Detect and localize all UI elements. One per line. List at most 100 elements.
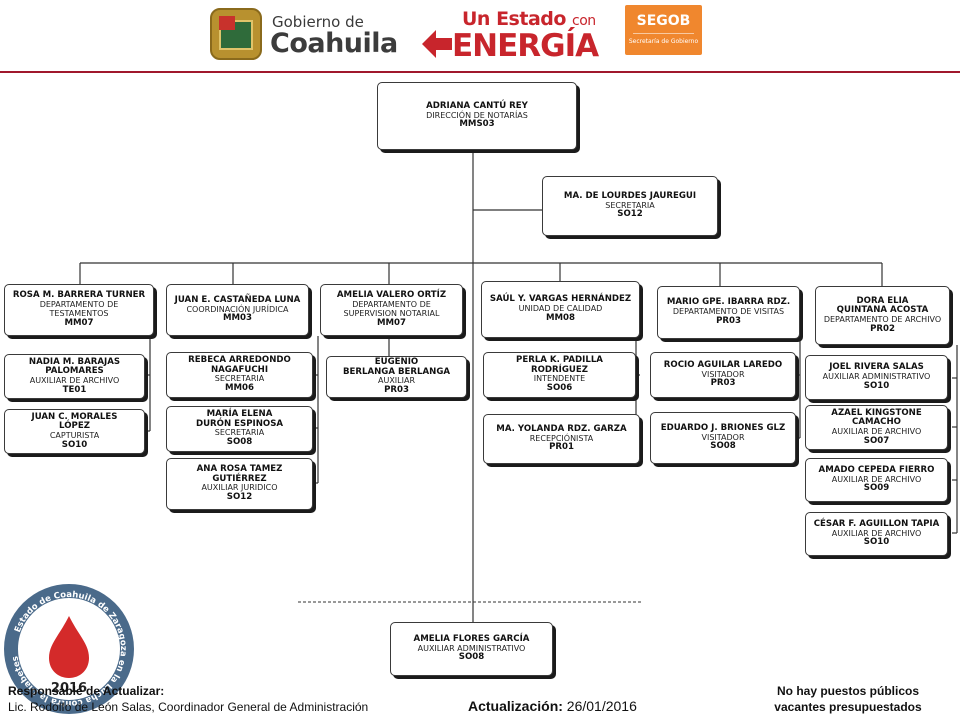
node-code: SO12	[617, 209, 643, 220]
node-code: SO09	[863, 483, 890, 494]
node-name: ROSA M. BARRERA TURNER	[12, 290, 146, 301]
node-name: AMADO CEPEDA FIERRO	[818, 464, 935, 475]
node-role: AUXILIAR DE ARCHIVO	[29, 375, 120, 385]
org-node-staff: JOEL RIVERA SALAS AUXILIAR ADMINISTRATIV…	[805, 355, 948, 400]
footer-vacancy-line1: No hay puestos públicos	[776, 684, 920, 698]
node-code: SO10	[863, 380, 890, 391]
node-code: MM08	[545, 312, 576, 323]
org-node-department: DORA ELIA QUINTANA ACOSTA DEPARTAMENTO D…	[815, 286, 950, 345]
node-role: INTENDENTE	[533, 374, 586, 384]
node-code: SO10	[61, 439, 88, 450]
footer-responsible-label: Responsable de Actualizar:	[8, 684, 165, 698]
org-node-staff: NADIA M. BARAJAS PALOMARES AUXILIAR DE A…	[4, 354, 145, 399]
footer-update-date: 26/01/2016	[566, 698, 637, 714]
node-role: AUXILIAR ADMINISTRATIVO	[417, 643, 526, 653]
node-code: SO08	[710, 441, 736, 452]
node-code: MM07	[376, 317, 407, 328]
segob-title: SEGOB	[636, 13, 691, 29]
org-node-staff: ROCIO AGUILAR LAREDO VISITADOR PR03	[650, 352, 796, 398]
node-role: DEPARTAMENTO DE VISITAS	[672, 307, 785, 317]
org-node-staff: CÉSAR F. AGUILLON TAPIA AUXILIAR DE ARCH…	[805, 512, 948, 556]
org-node-staff: AMELIA FLORES GARCÍA AUXILIAR ADMINISTRA…	[390, 622, 553, 676]
node-role: AUXILIAR ADMINISTRATIVO	[822, 372, 931, 382]
org-node-staff: ANA ROSA TAMEZ GUTIÉRREZ AUXILIAR JURIDI…	[166, 458, 313, 510]
node-code: PR03	[384, 385, 409, 396]
node-name: ADRIANA CANTÚ REY	[426, 100, 528, 111]
org-node-staff: EDUARDO J. BRIONES GLZ VISITADOR SO08	[650, 412, 796, 464]
node-role: UNIDAD DE CALIDAD	[518, 304, 603, 314]
org-node-staff: EUGENIO BERLANGA BERLANGA AUXILIAR PR03	[326, 356, 467, 398]
page-header: Gobierno de Coahuila Un Estado con ENERG…	[0, 0, 960, 72]
node-name: EDUARDO J. BRIONES GLZ	[660, 422, 786, 433]
node-role: CAPTURISTA	[49, 430, 100, 440]
logo-coahuila-big-text: Coahuila	[270, 28, 398, 59]
node-role: SECRETARIA	[214, 428, 265, 438]
logo-energia-big-text: ENERGÍA	[452, 28, 599, 64]
org-node-department: MARIO GPE. IBARRA RDZ. DEPARTAMENTO DE V…	[657, 286, 800, 339]
node-name: CÉSAR F. AGUILLON TAPIA	[813, 518, 940, 529]
org-node-department: JUAN E. CASTAÑEDA LUNA COORDINACIÓN JURÍ…	[166, 284, 309, 336]
org-node-department: AMELIA VALERO ORTÍZ DEPARTAMENTO DE SUPE…	[320, 284, 463, 336]
org-node-staff: MA. YOLANDA RDZ. GARZA RECEPCIÓNISTA PR0…	[483, 414, 640, 464]
segob-logo: SEGOB Secretaría de Gobierno	[625, 5, 702, 55]
node-code: PR01	[549, 442, 574, 453]
node-name: DORA ELIA QUINTANA ACOSTA	[836, 295, 929, 316]
node-role: AUXILIAR JURIDICO	[201, 483, 278, 493]
node-role: VISITADOR	[701, 369, 745, 379]
org-node-staff: PERLA K. PADILLA RODRÍGUEZ INTENDENTE SO…	[483, 352, 636, 398]
org-node-staff: AMADO CEPEDA FIERRO AUXILIAR DE ARCHIVO …	[805, 458, 948, 502]
node-name: JUAN C. MORALES LÓPEZ	[31, 411, 118, 432]
org-node-staff: JUAN C. MORALES LÓPEZ CAPTURISTA SO10	[4, 409, 145, 454]
segob-subtitle: Secretaría de Gobierno	[628, 38, 699, 45]
org-node-staff: REBECA ARREDONDO NAGAFUCHI SECRETARIA MM…	[166, 352, 313, 398]
node-role: DEPARTAMENTO DE TESTAMENTOS	[39, 300, 119, 318]
node-name: MARIO GPE. IBARRA RDZ.	[666, 297, 791, 308]
node-name: MARÍA ELENA DURÓN ESPINOSA	[195, 409, 284, 429]
diabetes-campaign-badge: Estado de Coahuila de Zaragoza en la Luc…	[4, 584, 134, 714]
node-role: SECRETARIA	[605, 200, 655, 210]
node-role: AUXILIAR DE ARCHIVO	[831, 426, 922, 436]
node-name: PERLA K. PADILLA RODRÍGUEZ	[516, 355, 603, 375]
node-role: DEPARTAMENTO DE ARCHIVO	[823, 314, 942, 324]
node-name: AMELIA VALERO ORTÍZ	[336, 290, 447, 301]
org-node-director: ADRIANA CANTÚ REY DIRECCIÓN DE NOTARÍAS …	[377, 82, 577, 150]
logo-coahuila-small-text: Gobierno de	[272, 13, 364, 31]
node-role: AUXILIAR	[377, 376, 415, 386]
node-name: AZAEL KINGSTONE CAMACHO	[831, 407, 922, 428]
header-divider	[0, 71, 960, 73]
org-node-department: SAÚL Y. VARGAS HERNÁNDEZ UNIDAD DE CALID…	[481, 281, 640, 338]
node-name: MA. YOLANDA RDZ. GARZA	[496, 423, 627, 434]
node-role: DEPARTAMENTO DE SUPERVISION NOTARIAL	[343, 300, 440, 318]
node-code: MM06	[224, 383, 255, 394]
node-name: ANA ROSA TAMEZ GUTIÉRREZ	[196, 464, 283, 484]
node-code: PR02	[870, 323, 895, 334]
node-name: SAÚL Y. VARGAS HERNÁNDEZ	[489, 294, 632, 305]
coahuila-seal-icon	[210, 8, 262, 60]
footer-update-label: Actualización:	[468, 698, 563, 714]
node-code: MM07	[64, 317, 94, 328]
node-code: SO07	[863, 435, 890, 446]
node-name: MA. DE LOURDES JAUREGUI	[563, 190, 697, 201]
footer-responsible-name: Lic. Rodolfo de León Salas, Coordinador …	[8, 700, 369, 714]
footer-update: Actualización: 26/01/2016	[468, 698, 637, 714]
node-code: MMS03	[459, 119, 495, 130]
node-role: AUXILIAR DE ARCHIVO	[831, 474, 922, 484]
org-node-department: ROSA M. BARRERA TURNER DEPARTAMENTO DE T…	[4, 284, 154, 336]
node-code: SO08	[458, 652, 485, 663]
node-code: TE01	[62, 384, 87, 395]
node-code: MM03	[222, 313, 253, 324]
node-name: AMELIA FLORES GARCÍA	[413, 633, 530, 644]
node-role: AUXILIAR DE ARCHIVO	[831, 528, 922, 538]
node-name: REBECA ARREDONDO NAGAFUCHI	[188, 355, 291, 375]
org-node-staff: AZAEL KINGSTONE CAMACHO AUXILIAR DE ARCH…	[805, 405, 948, 450]
node-name: JUAN E. CASTAÑEDA LUNA	[174, 294, 301, 305]
node-code: SO08	[226, 437, 253, 448]
org-node-staff: MARÍA ELENA DURÓN ESPINOSA SECRETARIA SO…	[166, 406, 313, 452]
node-role: SECRETARIA	[214, 374, 265, 384]
node-role: VISITADOR	[701, 432, 745, 442]
footer-vacancy-line2: vacantes presupuestados	[774, 700, 922, 714]
node-role: DIRECCIÓN DE NOTARÍAS	[426, 110, 528, 120]
node-name: EUGENIO BERLANGA BERLANGA	[342, 357, 451, 377]
node-role: COORDINACIÓN JURÍDICA	[186, 304, 289, 314]
